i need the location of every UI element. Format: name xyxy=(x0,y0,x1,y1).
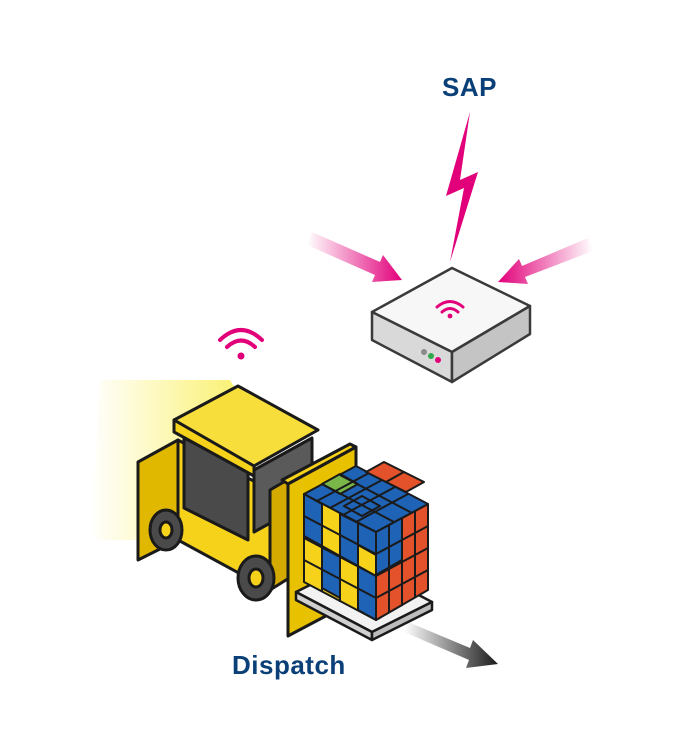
incoming-arrow-right xyxy=(498,238,593,284)
pallet-cubes-icon xyxy=(303,461,429,621)
arrow-icon xyxy=(404,622,498,668)
incoming-arrow-left xyxy=(307,232,402,282)
forklift-icon xyxy=(136,384,358,638)
dispatch-label: Dispatch xyxy=(232,650,346,680)
sap-label: SAP xyxy=(442,72,497,102)
router-status-lights xyxy=(421,349,441,363)
router-icon xyxy=(370,266,532,384)
wifi-icon xyxy=(218,328,264,360)
router-wifi-icon xyxy=(435,300,465,319)
lightning-icon xyxy=(446,112,478,262)
